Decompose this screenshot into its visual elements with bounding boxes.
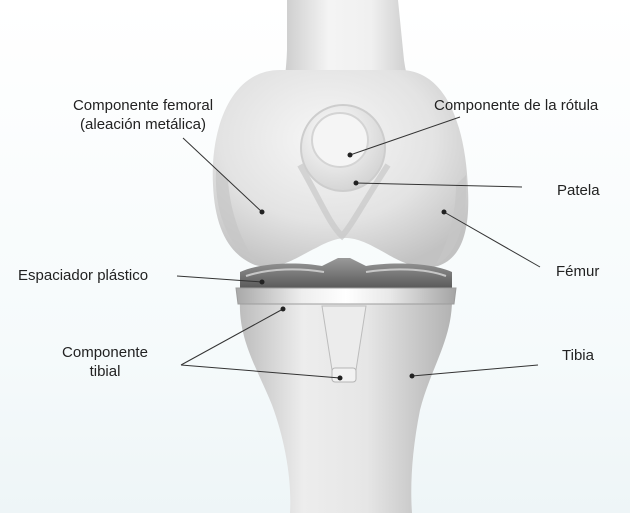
dot-femoral-component: [260, 210, 265, 215]
patellar-component-dome: [312, 113, 368, 167]
label-patellar-component: Componente de la rótula: [434, 96, 598, 115]
dot-patella: [354, 181, 359, 186]
tibial-stem-tip: [332, 368, 356, 382]
label-femoral-component-line2: (aleación metálica): [48, 115, 238, 134]
label-tibial-component-line1: Componente: [50, 343, 160, 362]
label-tibial-component: Componente tibial: [50, 343, 160, 381]
label-tibial-component-line2: tibial: [50, 362, 160, 381]
dot-tibia: [410, 374, 415, 379]
label-femur: Fémur: [556, 262, 599, 281]
dot-plastic-spacer: [260, 280, 265, 285]
label-femoral-component-line1: Componente femoral: [48, 96, 238, 115]
dot-tibial-stem: [338, 376, 343, 381]
label-plastic-spacer: Espaciador plástico: [18, 266, 148, 285]
label-femoral-component: Componente femoral (aleación metálica): [48, 96, 238, 134]
label-patella: Patela: [557, 181, 600, 200]
dot-patellar-component: [348, 153, 353, 158]
label-tibia: Tibia: [562, 346, 594, 365]
dot-tibial-tray: [281, 307, 286, 312]
tibial-tray: [236, 288, 456, 304]
dot-femur: [442, 210, 447, 215]
